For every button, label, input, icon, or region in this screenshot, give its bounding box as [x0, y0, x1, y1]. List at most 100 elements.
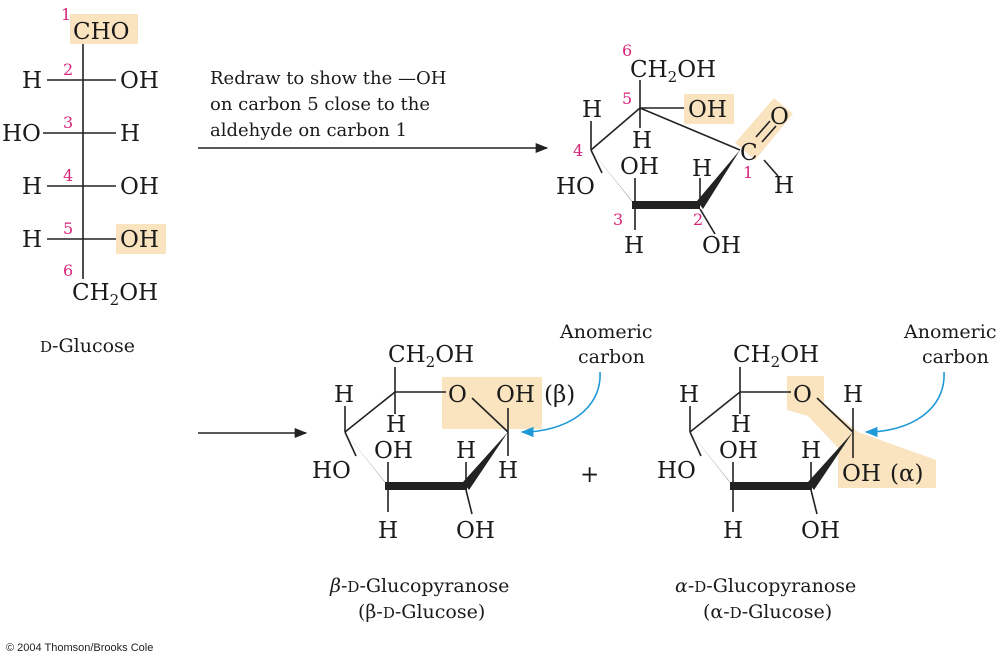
- beta-glucopyranose: CH2OH O OH (β) H H HO OH H H H OH Anomer…: [312, 321, 652, 623]
- beta-anomeric-label-2: carbon: [578, 346, 645, 368]
- beta-anomeric-arrow: [520, 371, 601, 438]
- beta-ho4: HO: [312, 458, 351, 484]
- alpha-oh1: OH: [842, 461, 881, 487]
- alpha-bond-c4-c5: [689, 391, 741, 433]
- alpha-anomeric-label-2: carbon: [922, 346, 989, 368]
- beta-h3: H: [378, 518, 398, 544]
- open-num-4: 4: [573, 141, 583, 160]
- beta-oh1: OH: [496, 382, 535, 408]
- fischer-h4-left: H: [22, 174, 42, 200]
- step-note-line-1: Redraw to show the —OH: [210, 68, 446, 89]
- fischer-cho: CHO: [73, 19, 130, 45]
- alpha-h2: H: [801, 438, 821, 464]
- beta-hemiacetal-highlight: [442, 377, 542, 429]
- open-ring-structure: 6 CH2OH 5 OH H H 4 HO OH 3 H H 2 OH C O …: [556, 41, 794, 259]
- open-carbonyl-o: O: [770, 104, 789, 130]
- open-bond-c1-h: [763, 159, 779, 177]
- open-double-bond-b: [761, 125, 777, 143]
- beta-bond-o-c1: [471, 397, 509, 433]
- beta-h2: H: [456, 438, 476, 464]
- alpha-ch2oh: CH2OH: [733, 342, 819, 371]
- beta-oh3: OH: [374, 438, 413, 464]
- beta-bond-c2-oh: [465, 489, 473, 515]
- open-ho4: HO: [556, 174, 595, 200]
- open-h1: H: [774, 173, 794, 199]
- cho-highlight: [70, 14, 138, 44]
- copyright-notice: © 2004 Thomson/Brooks Cole: [6, 642, 153, 654]
- oh5-highlight: [116, 224, 166, 254]
- alpha-h1: H: [843, 382, 863, 408]
- beta-wedge-c4-c3: [345, 432, 391, 490]
- open-num-2: 2: [693, 210, 703, 229]
- alpha-bond-o-c1: [816, 397, 854, 433]
- alpha-anomeric-arrow: [864, 371, 945, 438]
- fischer-num-2: 2: [63, 60, 73, 79]
- fischer-h5-left: H: [22, 227, 42, 253]
- alpha-ring-o: O: [793, 382, 812, 408]
- step-note-line-2: on carbon 5 close to the: [210, 94, 430, 115]
- open-bond-c4-ho: [590, 149, 603, 174]
- alpha-oh2: OH: [801, 518, 840, 544]
- alpha-wedge-c2-c1: [808, 432, 853, 490]
- beta-ch2oh: CH2OH: [388, 342, 474, 371]
- alpha-glucopyranose: CH2OH O H H H HO OH H OH (α) H OH Anomer…: [657, 321, 996, 623]
- fischer-ho3-left: HO: [2, 121, 41, 147]
- open-num-1: 1: [743, 163, 753, 182]
- beta-h1: H: [498, 458, 518, 484]
- alpha-h3: H: [723, 518, 743, 544]
- open-oh5-highlight: [684, 94, 734, 124]
- alpha-anomeric-label-1: Anomeric: [903, 321, 996, 343]
- open-num-5: 5: [622, 89, 632, 108]
- fischer-projection: 1 CHO 2 H OH 3 HO H 4 H OH 5 H OH 6 CH2O…: [2, 5, 166, 357]
- alpha-wedge-c4-c3: [690, 432, 736, 490]
- open-bond-c4-c5: [590, 107, 641, 151]
- beta-caption-alt: (β-D-Glucose): [358, 601, 485, 623]
- beta-anomeric-label-1: Anomeric: [559, 321, 652, 343]
- open-h2: H: [692, 156, 712, 182]
- alpha-h4: H: [679, 382, 699, 408]
- open-bond-c2-oh: [699, 208, 716, 235]
- redraw-step: Redraw to show the —OH on carbon 5 close…: [198, 68, 549, 154]
- beta-ring-o: O: [448, 382, 467, 408]
- open-wedge-c2-c1: [697, 150, 740, 209]
- beta-h4: H: [334, 382, 354, 408]
- beta-anomer-symbol: (β): [544, 382, 575, 408]
- open-oh2: OH: [702, 233, 741, 259]
- open-h4: H: [582, 97, 602, 123]
- alpha-caption: α-D-Glucopyranose: [675, 575, 856, 597]
- fischer-oh5-right: OH: [120, 227, 159, 253]
- fischer-h2-left: H: [22, 68, 42, 94]
- fischer-name: D-Glucose: [40, 335, 135, 357]
- alpha-anomer-symbol: (α): [890, 461, 923, 487]
- open-h5: H: [632, 128, 652, 154]
- open-h3: H: [624, 233, 644, 259]
- beta-caption: β-D-Glucopyranose: [329, 575, 509, 597]
- fischer-ch2oh: CH2OH: [72, 280, 158, 309]
- open-num-3: 3: [613, 210, 623, 229]
- open-ch2oh: CH2OH: [630, 57, 716, 86]
- fischer-oh2-right: OH: [120, 68, 159, 94]
- open-carbonyl-c: C: [740, 140, 758, 166]
- beta-h5: H: [386, 412, 406, 438]
- alpha-caption-alt: (α-D-Glucose): [703, 601, 832, 623]
- fischer-num-4: 4: [63, 166, 73, 185]
- plus-sign: +: [580, 462, 599, 488]
- beta-bond-c4-c5: [344, 391, 396, 433]
- alpha-bond-c2-oh: [810, 489, 818, 515]
- beta-wedge-c2-c1: [463, 432, 508, 490]
- beta-oh2: OH: [456, 518, 495, 544]
- fischer-num-6: 6: [63, 261, 73, 280]
- fischer-oh4-right: OH: [120, 174, 159, 200]
- open-wedge-c4-c3: [591, 150, 638, 209]
- fischer-h3-right: H: [120, 121, 140, 147]
- open-bond-c5-c1: [639, 107, 741, 151]
- open-num-6: 6: [622, 41, 632, 60]
- fischer-num-5: 5: [63, 219, 73, 238]
- alpha-ho4: HO: [657, 458, 696, 484]
- open-oh5: OH: [688, 97, 727, 123]
- fischer-num-3: 3: [63, 113, 73, 132]
- fischer-num-1: 1: [61, 5, 71, 24]
- alpha-oh3: OH: [719, 438, 758, 464]
- alpha-bond-c4-ho: [689, 431, 702, 457]
